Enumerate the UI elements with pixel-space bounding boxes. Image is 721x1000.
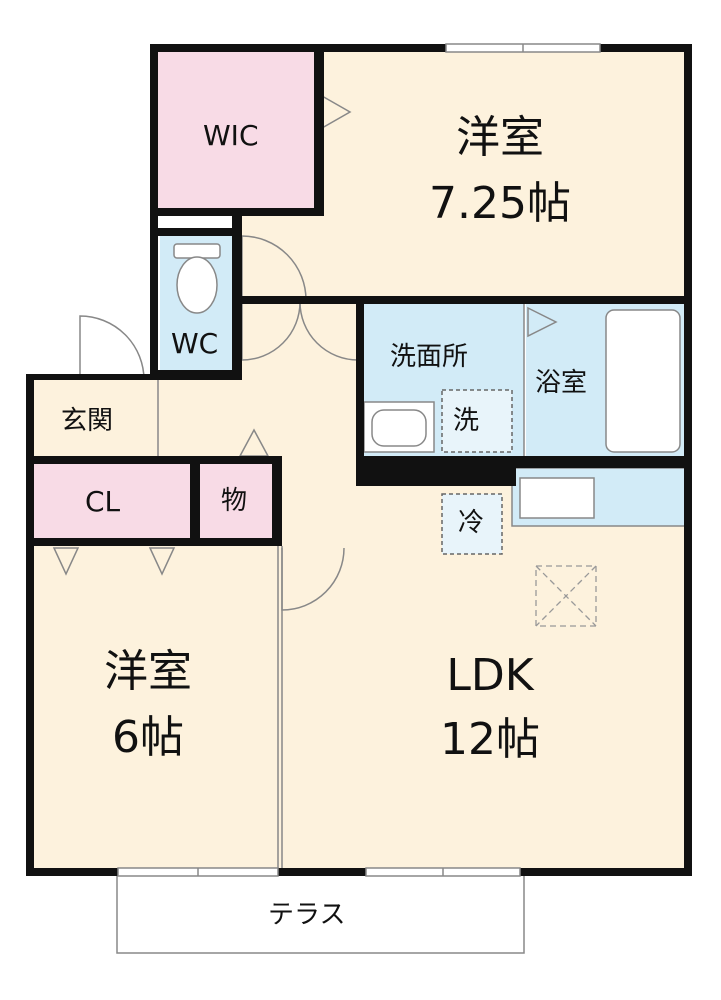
washer-label: 洗: [453, 406, 480, 436]
bedroom2-floor: [32, 540, 280, 868]
wic-floor: [152, 52, 322, 212]
terrace-label: テラス: [268, 900, 346, 930]
ldk-name: LDK: [446, 650, 534, 701]
wc-door: [241, 301, 301, 361]
toilet-bowl: [176, 256, 218, 314]
closet-door-mark-2: [148, 547, 176, 576]
hall-floor: [242, 212, 322, 300]
entrance-label: 玄関: [61, 406, 114, 436]
bath-label: 浴室: [535, 368, 588, 398]
bedroom2-size: 6帖: [112, 712, 184, 763]
ldk-size: 12帖: [440, 714, 540, 765]
entrance-floor: [32, 380, 160, 460]
terrace-area: [116, 872, 525, 954]
wc-label: WC: [171, 327, 219, 360]
bedroom1-size: 7.25帖: [429, 178, 571, 229]
closet-door-mark-1: [52, 547, 80, 576]
fridge-label: 冷: [458, 508, 485, 538]
fridge-space: [441, 493, 503, 555]
bathtub: [605, 309, 681, 453]
closet-floor: [32, 462, 194, 540]
washer-space: [441, 389, 513, 453]
bedroom1-name: 洋室: [456, 112, 544, 163]
ceiling-lamp-mark: [535, 565, 597, 627]
wic-label: WIC: [203, 119, 259, 152]
storage-label: 物: [221, 486, 248, 516]
washroom-label: 洗面所: [390, 342, 469, 372]
sink-basin: [371, 409, 427, 447]
hall-door: [241, 235, 307, 301]
closet-label: CL: [85, 485, 121, 518]
bath-door-mark: [527, 306, 558, 338]
storage-floor: [198, 462, 278, 540]
washroom-door: [299, 301, 359, 361]
stove: [519, 477, 595, 519]
bedroom1-floor: [322, 52, 686, 300]
toilet-tank: [173, 243, 221, 259]
entrance-door: [79, 315, 145, 381]
bedroom2-name: 洋室: [104, 646, 192, 697]
ldk-door: [281, 547, 345, 611]
